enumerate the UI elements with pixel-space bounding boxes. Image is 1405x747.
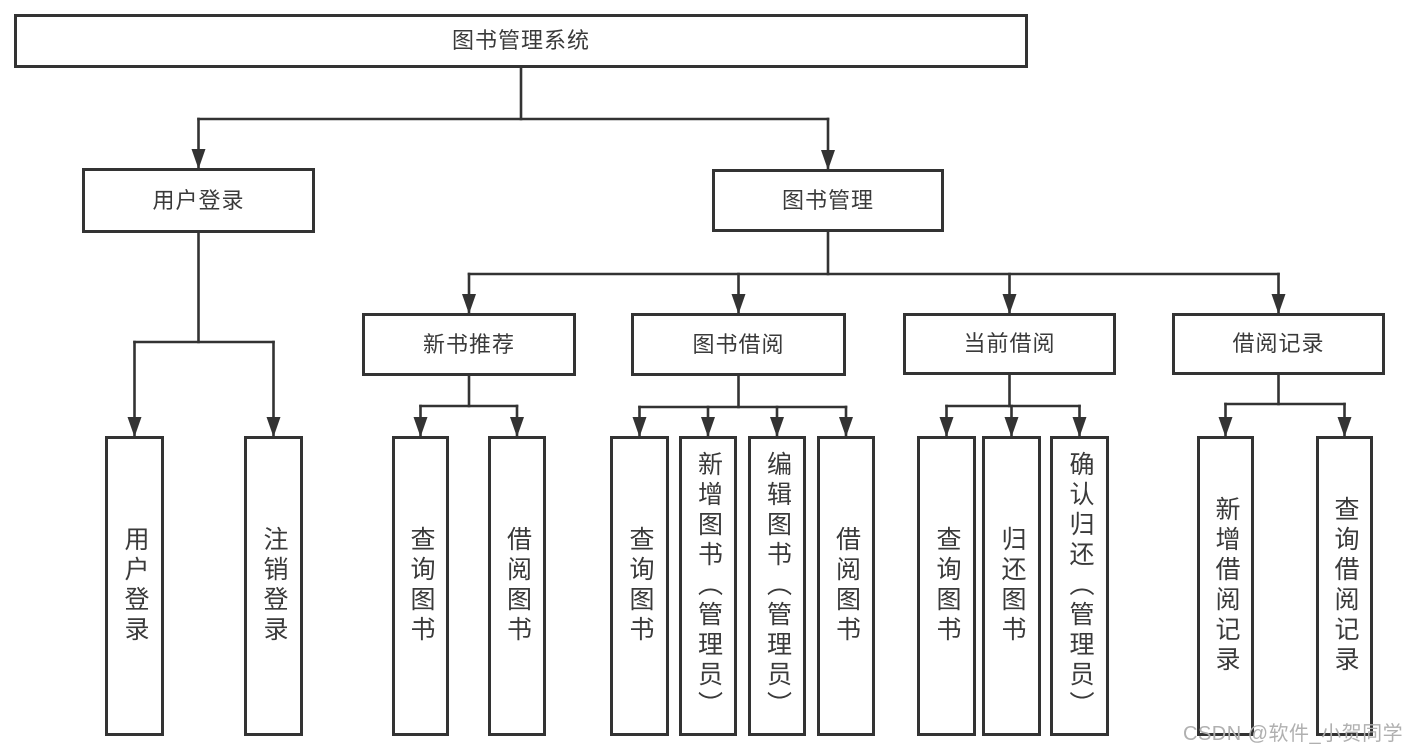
node-label-leaf-query-books-recommend: 查询图书 (407, 526, 435, 646)
node-leaf-borrow-books-recommend: 借阅图书 (488, 436, 546, 736)
node-label-system-root: 图书管理系统 (451, 28, 590, 53)
node-label-leaf-query-books-borrow: 查询图书 (626, 526, 654, 646)
node-leaf-query-books-borrow: 查询图书 (610, 436, 669, 736)
node-label-book-borrowing: 图书借阅 (692, 331, 785, 357)
node-label-leaf-return-books: 归还图书 (998, 526, 1026, 646)
node-label-leaf-add-books-admin: 新增图书（管理员） (694, 451, 723, 721)
node-label-book-management: 图书管理 (781, 187, 874, 213)
node-label-leaf-borrow-books-borrow: 借阅图书 (832, 526, 861, 646)
node-leaf-confirm-return-admin: 确认归还（管理员） (1050, 436, 1109, 736)
node-leaf-add-books-admin: 新增图书（管理员） (679, 436, 737, 736)
node-label-leaf-query-borrow-record: 查询借阅记录 (1331, 496, 1359, 676)
node-leaf-query-borrow-record: 查询借阅记录 (1316, 436, 1373, 736)
node-label-borrowing-records: 借阅记录 (1232, 331, 1325, 356)
node-label-leaf-user-login: 用户登录 (121, 526, 149, 646)
node-label-leaf-logout: 注销登录 (260, 526, 288, 646)
watermark: CSDN @软件_小贺同学 (1183, 723, 1404, 745)
node-label-user-login: 用户登录 (152, 187, 245, 213)
node-system-root: 图书管理系统 (14, 14, 1028, 68)
node-label-new-book-recommendation: 新书推荐 (422, 331, 515, 357)
node-leaf-user-login: 用户登录 (105, 436, 164, 736)
node-user-login: 用户登录 (82, 168, 315, 233)
node-new-book-recommendation: 新书推荐 (362, 313, 576, 376)
node-book-borrowing: 图书借阅 (631, 313, 846, 376)
node-label-leaf-confirm-return-admin: 确认归还（管理员） (1066, 451, 1094, 721)
node-leaf-query-books-recommend: 查询图书 (392, 436, 449, 736)
node-leaf-query-books-current: 查询图书 (917, 436, 976, 736)
node-current-borrowing: 当前借阅 (903, 313, 1116, 375)
node-leaf-edit-books-admin: 编辑图书（管理员） (748, 436, 806, 736)
node-label-leaf-borrow-books-recommend: 借阅图书 (503, 526, 532, 646)
node-leaf-add-borrow-record: 新增借阅记录 (1197, 436, 1254, 736)
node-label-leaf-query-books-current: 查询图书 (933, 526, 961, 646)
node-leaf-borrow-books-borrow: 借阅图书 (817, 436, 875, 736)
node-label-leaf-add-borrow-record: 新增借阅记录 (1212, 496, 1240, 676)
node-leaf-return-books: 归还图书 (982, 436, 1041, 736)
node-borrowing-records: 借阅记录 (1172, 313, 1385, 375)
node-book-management: 图书管理 (712, 169, 944, 232)
node-leaf-logout: 注销登录 (244, 436, 303, 736)
node-label-leaf-edit-books-admin: 编辑图书（管理员） (763, 451, 792, 721)
node-label-current-borrowing: 当前借阅 (963, 331, 1056, 356)
